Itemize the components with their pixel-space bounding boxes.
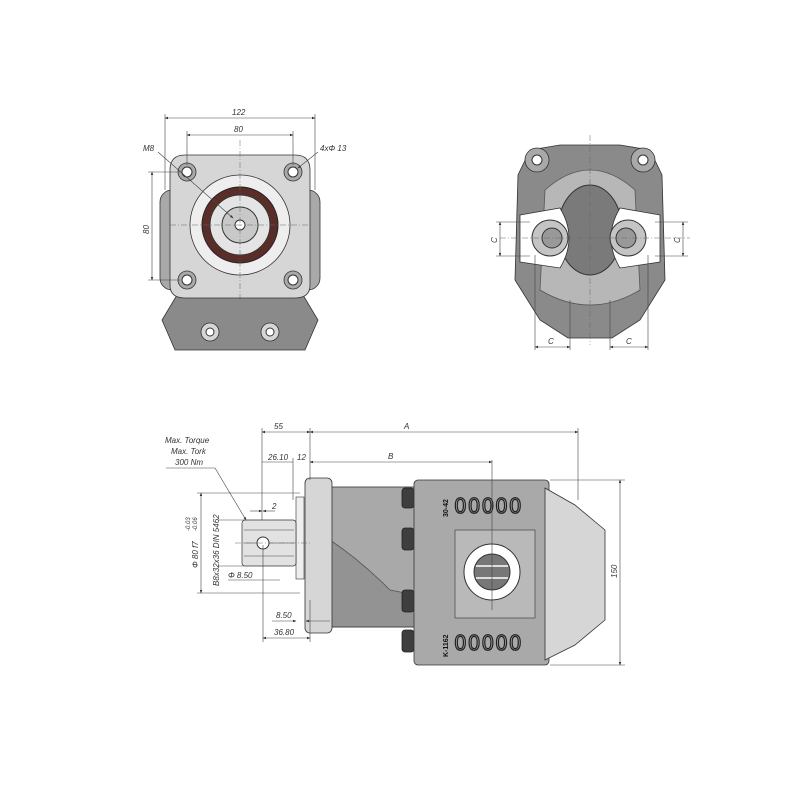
dim-36-80: 36.80 — [274, 628, 295, 637]
torque-label-1: Max. Torque — [165, 436, 210, 445]
dim-hole-diameter: Φ 8.50 — [228, 571, 253, 580]
dim-12: 12 — [297, 453, 306, 462]
mounting-flange — [304, 477, 333, 634]
marking-bottom-serial: 00000 — [454, 631, 523, 655]
port-view: C C C C — [490, 135, 690, 350]
dim-b: B — [388, 452, 394, 461]
dim-122: 122 — [232, 108, 246, 117]
front-view: 122 80 80 M8 4xΦ 13 — [142, 108, 347, 351]
torque-label-3: 300 Nm — [175, 458, 203, 467]
dim-55: 55 — [274, 422, 283, 431]
rear-cover — [544, 487, 606, 661]
dim-c-right: C — [673, 237, 682, 243]
dim-26-10: 26.10 — [267, 453, 289, 462]
flange-hole — [181, 166, 193, 178]
torque-label-2: Max. Tork — [171, 447, 207, 456]
dim-8-50: 8.50 — [276, 611, 292, 620]
flange-hole — [287, 274, 299, 286]
dim-shaft-diameter: Φ 80 f7 — [191, 541, 200, 568]
flange-hole — [531, 154, 543, 166]
label-holes: 4xΦ 13 — [320, 144, 347, 153]
marking-bottom-code: K-1162 — [443, 634, 450, 657]
dim-80-vertical: 80 — [142, 225, 151, 234]
marking-top-code: 30-42 — [443, 499, 450, 517]
dim-80-horizontal: 80 — [234, 125, 243, 134]
marking-top-serial: 00000 — [454, 494, 523, 518]
flange-hole — [287, 166, 299, 178]
dim-2: 2 — [271, 502, 277, 511]
side-view: 30-42 00000 K-1162 00000 55 A 26.10 12 B… — [165, 422, 625, 666]
dim-150: 150 — [610, 564, 619, 578]
flange-hole — [637, 154, 649, 166]
flange-hole — [181, 274, 193, 286]
tolerance-lower: -0.06 — [193, 517, 199, 531]
spline-spec: B8x32x36 DIN 5462 — [212, 514, 221, 586]
dim-a: A — [403, 422, 409, 431]
dim-c-bottom-left: C — [548, 337, 554, 346]
tolerance-upper: -0.03 — [186, 517, 192, 531]
dim-c-bottom-right: C — [626, 337, 632, 346]
label-m8: M8 — [143, 144, 155, 153]
dim-c-left: C — [490, 237, 499, 243]
